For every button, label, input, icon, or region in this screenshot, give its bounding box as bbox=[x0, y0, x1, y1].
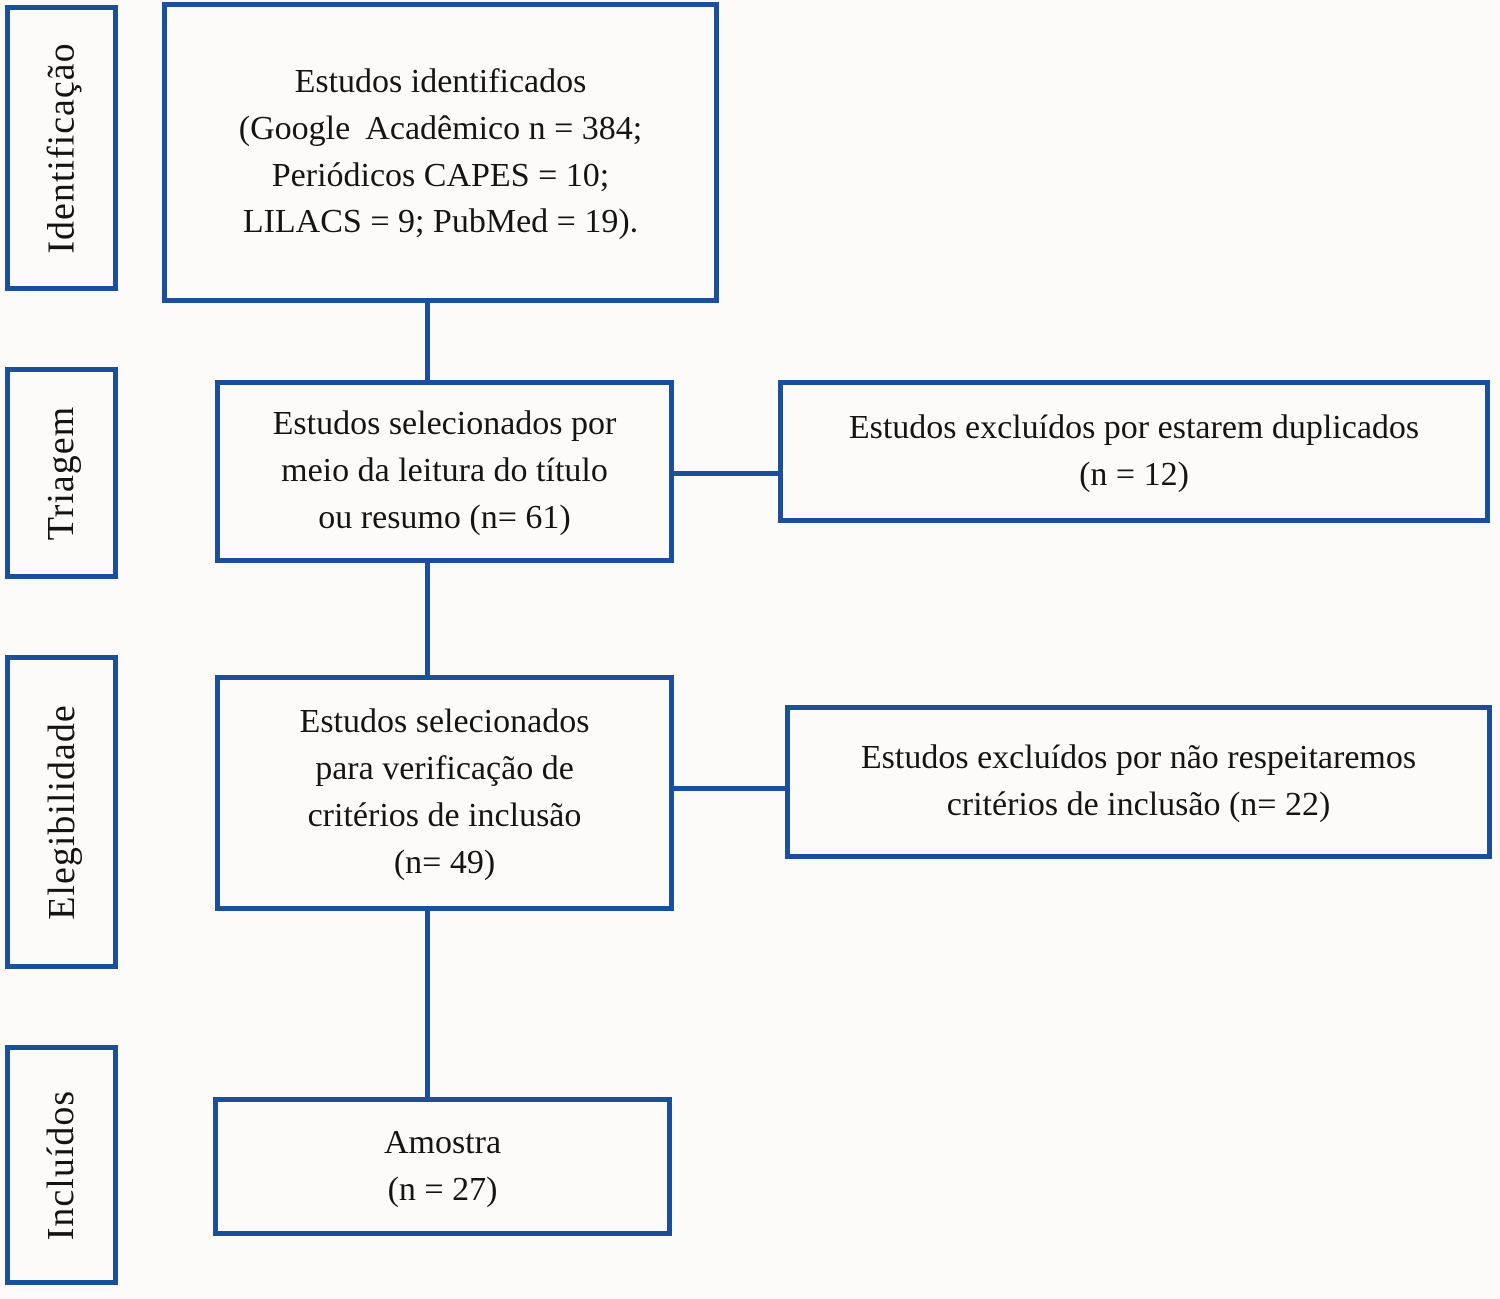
screened-line-2: meio da leitura do título bbox=[281, 452, 608, 490]
stage-label-triagem-text: Triagem bbox=[40, 405, 83, 541]
flow-box-screened: Estudos selecionados por meio da leitura… bbox=[215, 380, 674, 563]
stage-label-triagem: Triagem bbox=[5, 367, 118, 579]
flow-box-excluded-criteria: Estudos excluídos por não respeitaremos … bbox=[785, 705, 1492, 859]
flow-box-included-text: Amostra (n = 27) bbox=[384, 1120, 501, 1214]
excluded-criteria-line-2: critérios de inclusão (n= 22) bbox=[946, 786, 1331, 823]
identified-line-4: LILACS = 9; PubMed = 19). bbox=[242, 203, 639, 241]
eligibility-line-3: critérios de inclusão bbox=[307, 797, 582, 834]
stage-label-identificacao-text: Identificação bbox=[40, 42, 83, 254]
identified-line-1: Estudos identificados bbox=[294, 62, 587, 100]
connector-eligibility-to-included bbox=[425, 911, 430, 1097]
stage-label-elegibilidade: Elegibilidade bbox=[5, 655, 118, 969]
stage-label-incluidos-text: Incluídos bbox=[40, 1089, 83, 1241]
screened-line-1: Estudos selecionados por bbox=[272, 405, 617, 443]
eligibility-line-2: para verificação de bbox=[315, 750, 574, 788]
flow-box-eligibility-text: Estudos selecionados para verificação de… bbox=[300, 699, 590, 887]
connector-identified-to-screened bbox=[425, 303, 430, 380]
excluded-duplicates-line-2: (n = 12) bbox=[1079, 455, 1189, 493]
stage-label-identificacao: Identificação bbox=[5, 5, 118, 291]
included-line-2: (n = 27) bbox=[387, 1170, 498, 1208]
excluded-duplicates-line-1: Estudos excluídos por estarem duplicados bbox=[848, 408, 1420, 446]
eligibility-line-4: (n= 49) bbox=[393, 843, 496, 881]
flow-box-identified-text: Estudos identificados (Google Acadêmico … bbox=[239, 59, 642, 247]
screened-line-3: ou resumo (n= 61) bbox=[318, 498, 571, 536]
flow-box-excluded-duplicates: Estudos excluídos por estarem duplicados… bbox=[778, 380, 1490, 523]
identified-line-2: (Google Acadêmico n = 384; bbox=[238, 109, 643, 147]
flow-box-included: Amostra (n = 27) bbox=[213, 1097, 672, 1236]
included-line-1: Amostra bbox=[383, 1123, 502, 1161]
flow-box-screened-text: Estudos selecionados por meio da leitura… bbox=[273, 401, 617, 542]
stage-label-elegibilidade-text: Elegibilidade bbox=[40, 704, 83, 920]
excluded-criteria-line-1: Estudos excluídos por não respeitaremos bbox=[860, 739, 1417, 777]
flow-box-excluded-duplicates-text: Estudos excluídos por estarem duplicados… bbox=[849, 405, 1419, 499]
connector-screened-to-excluded-duplicates bbox=[674, 471, 778, 476]
connector-eligibility-to-excluded-criteria bbox=[674, 786, 785, 791]
identified-line-3: Periódicos CAPES = 10; bbox=[271, 156, 610, 194]
stage-label-incluidos: Incluídos bbox=[5, 1045, 118, 1285]
eligibility-line-1: Estudos selecionados bbox=[299, 703, 590, 741]
connector-screened-to-eligibility bbox=[425, 563, 430, 675]
flow-box-identified: Estudos identificados (Google Acadêmico … bbox=[162, 2, 719, 303]
flow-box-eligibility: Estudos selecionados para verificação de… bbox=[215, 675, 674, 911]
flow-box-excluded-criteria-text: Estudos excluídos por não respeitaremos … bbox=[861, 735, 1416, 829]
